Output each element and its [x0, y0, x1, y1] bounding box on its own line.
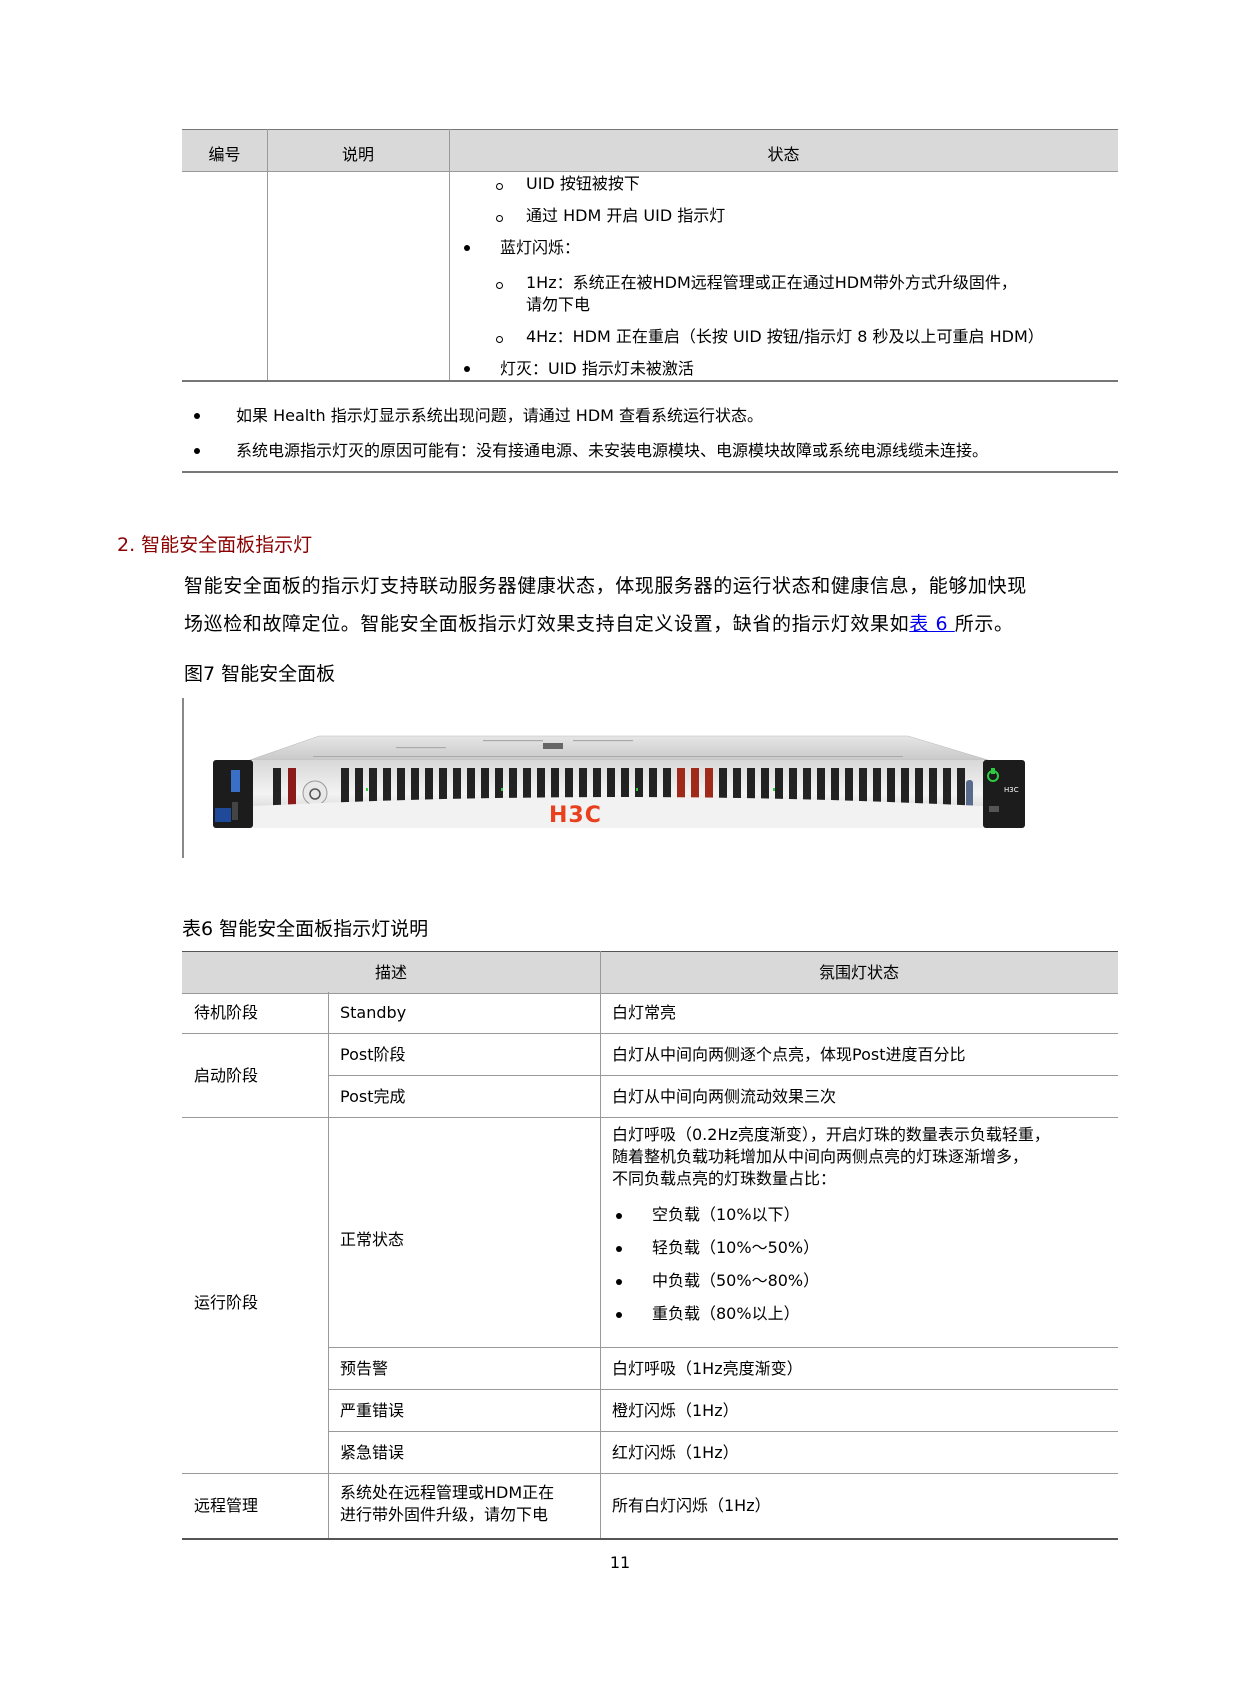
load-bullet: 中负载（50%～80%）: [652, 1271, 820, 1290]
header-status: 状态: [767, 145, 800, 164]
header-number: 编号: [208, 145, 241, 164]
paragraph-line: 智能安全面板的指示灯支持联动服务器健康状态，体现服务器的运行状态和健康信息，能够…: [184, 575, 1027, 597]
paragraph-line: 场巡检和故障定位。智能安全面板指示灯效果支持自定义设置，缺省的指示灯效果如表 6…: [184, 613, 1014, 635]
h3c-logo: H3C: [549, 803, 602, 828]
section-heading: 2. 智能安全面板指示灯: [117, 534, 313, 556]
header-ambient-light-state: 氛围灯状态: [818, 963, 899, 982]
load-bullet: 空负载（10%以下）: [652, 1205, 800, 1224]
load-bullet: 轻负载（10%～50%）: [652, 1238, 820, 1257]
server-front-panel-image: H3C: [213, 718, 1025, 842]
load-bullet: 重负载（80%以上）: [652, 1304, 800, 1323]
table-6-link[interactable]: 表 6: [909, 613, 955, 635]
table-header: 描述 氛围灯状态: [182, 951, 1118, 994]
table-caption: 表6 智能安全面板指示灯说明: [182, 918, 429, 940]
table-header: 编号 说明 状态: [182, 129, 1118, 172]
page-number: 11: [609, 1553, 631, 1572]
h3c-ear-logo: H3C: [1004, 786, 1019, 794]
header-description: 说明: [341, 145, 374, 164]
header-description: 描述: [374, 963, 407, 982]
figure-caption: 图7 智能安全面板: [184, 663, 336, 685]
